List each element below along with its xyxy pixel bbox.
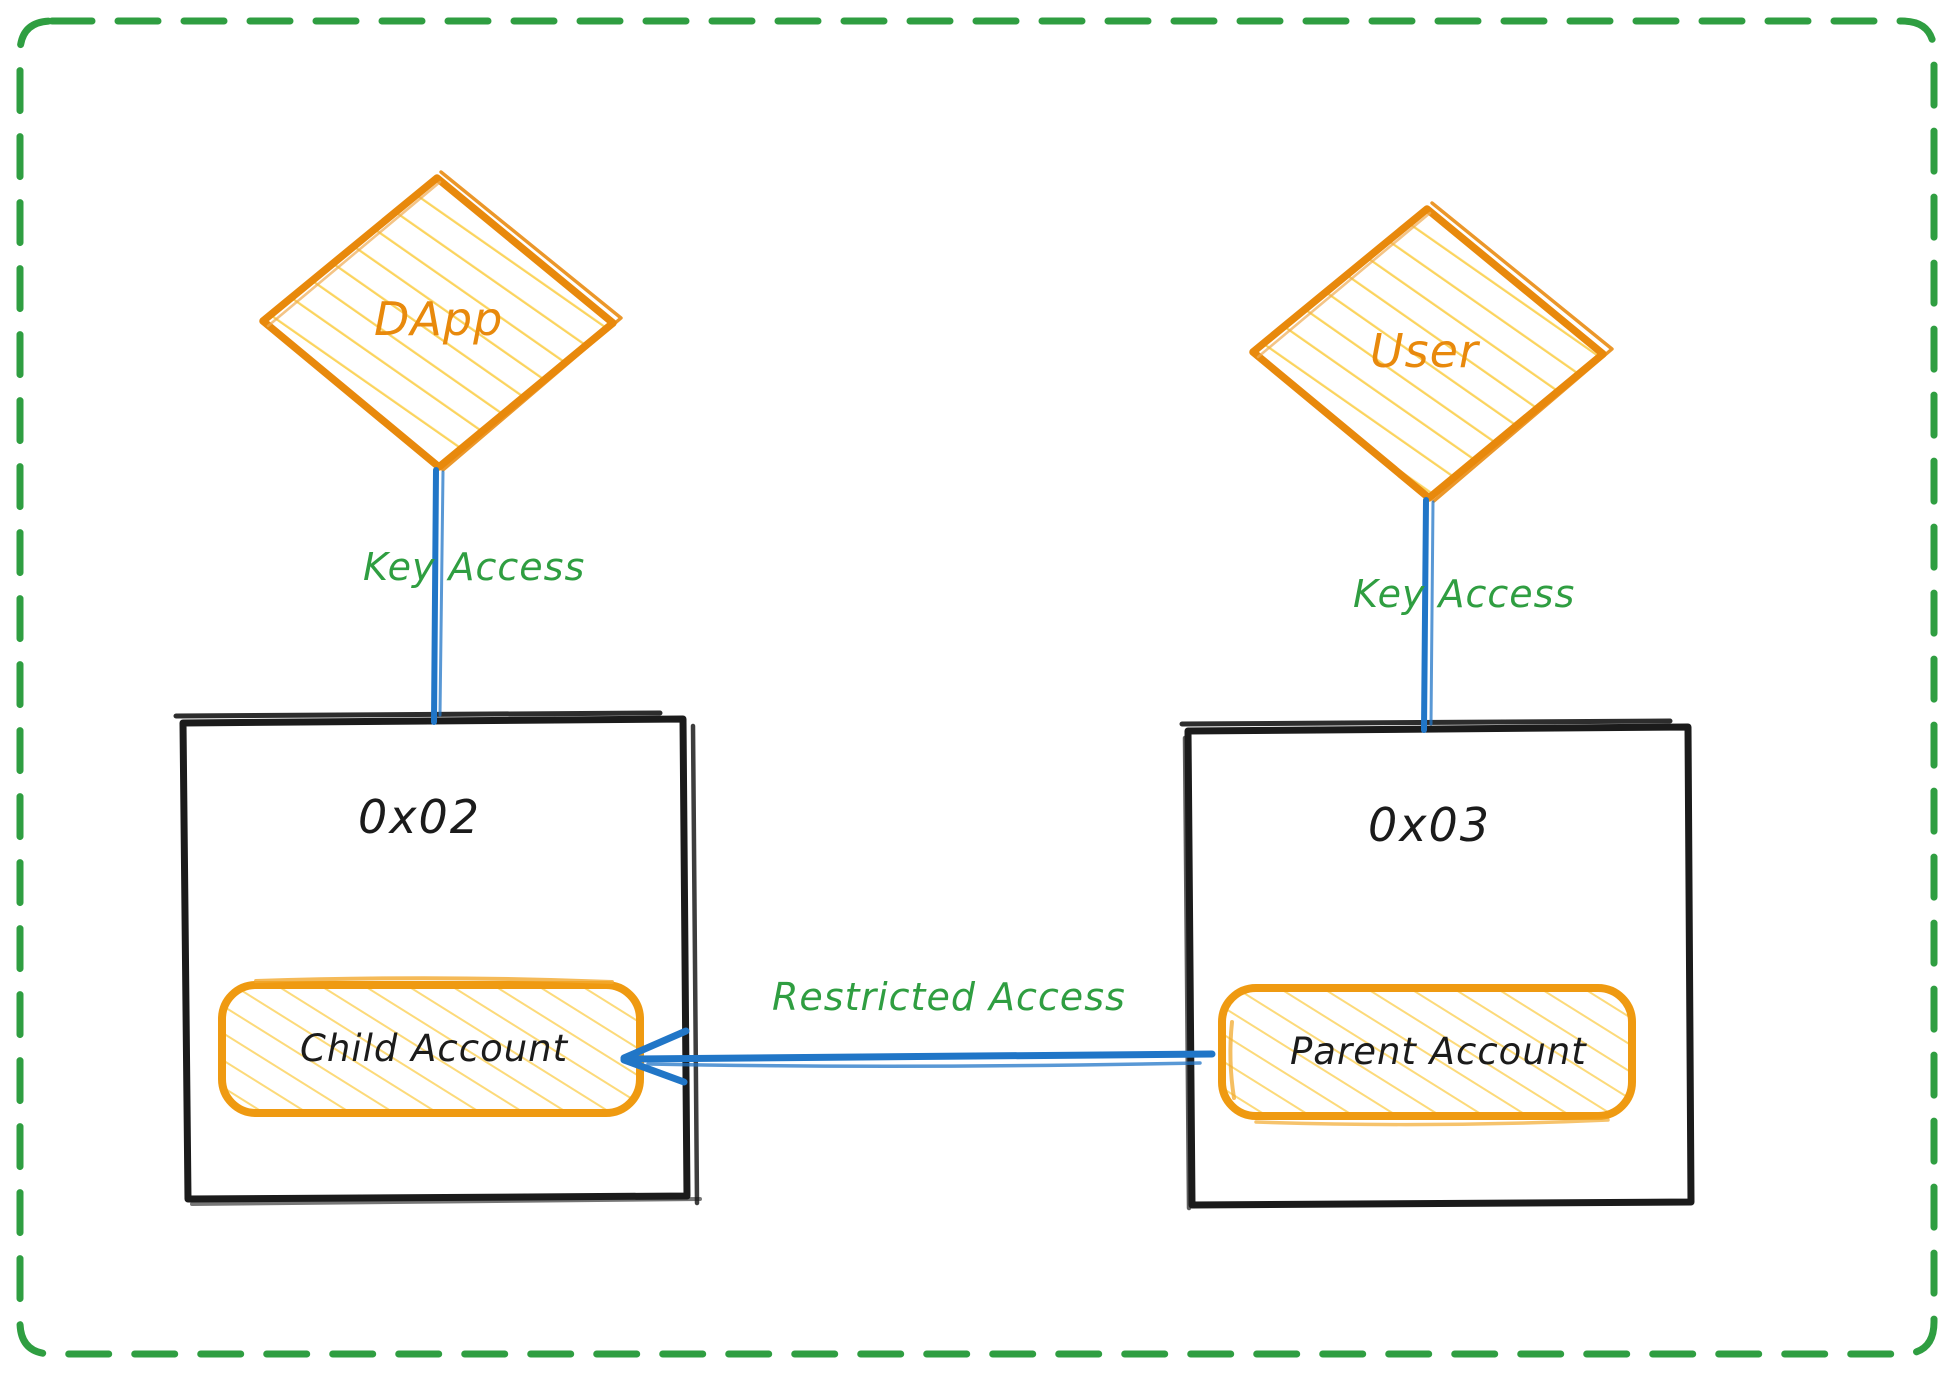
dashed-boundary [16, 17, 1938, 1358]
node-dapp[interactable] [259, 170, 623, 472]
node-account-0x03[interactable] [1179, 718, 1695, 1211]
node-account-0x02[interactable] [173, 710, 702, 1206]
edge-parent-to-child [620, 1027, 1216, 1086]
node-parent-account[interactable] [1218, 984, 1636, 1127]
node-child-account[interactable] [218, 976, 644, 1117]
edge-user-to-parent [1421, 497, 1435, 733]
edge-dapp-to-child [431, 467, 445, 725]
node-user[interactable] [1249, 201, 1614, 503]
